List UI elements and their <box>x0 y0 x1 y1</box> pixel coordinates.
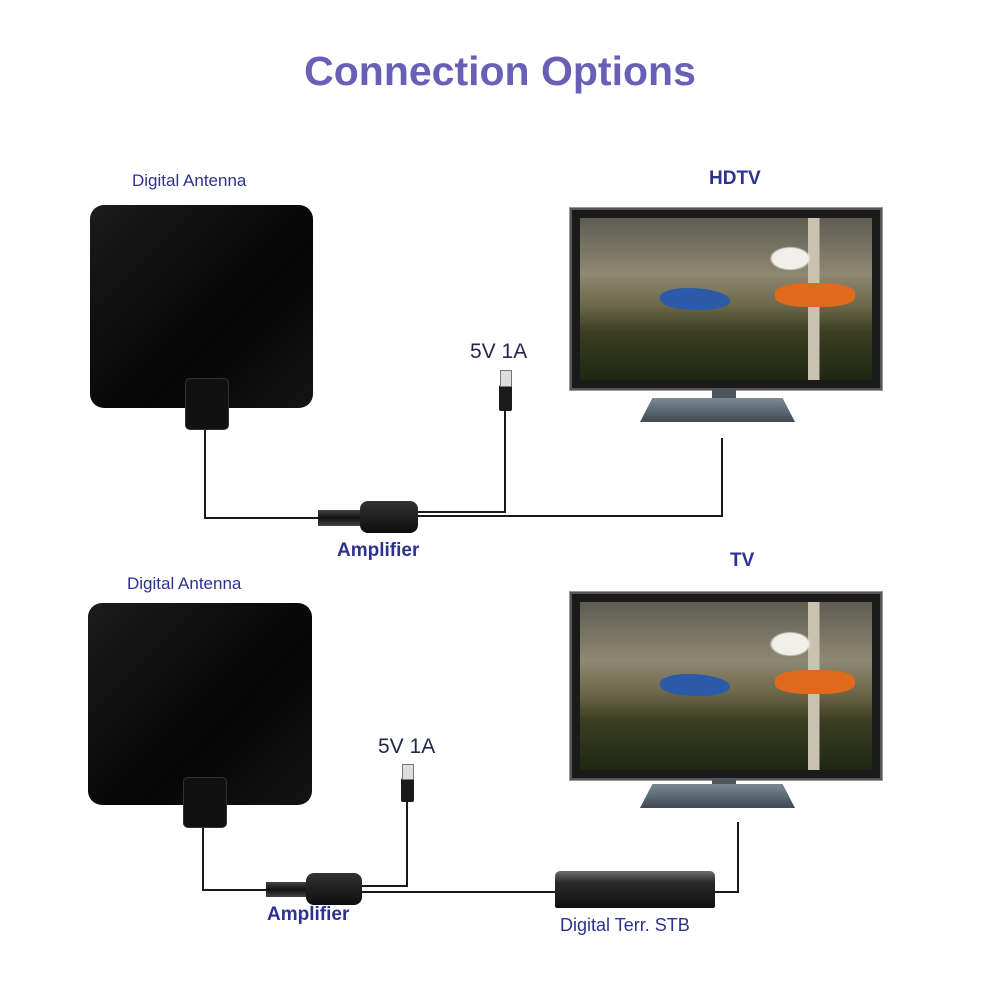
stb-label: Digital Terr. STB <box>560 915 690 935</box>
coax-plug <box>266 882 308 897</box>
tv-cable-1 <box>418 438 723 517</box>
antenna-connector <box>183 777 227 828</box>
usb-head <box>402 764 414 780</box>
power-cable-2 <box>362 800 408 887</box>
page-title: Connection Options <box>304 48 696 94</box>
tv-cable-2 <box>715 822 739 893</box>
coax-plug <box>318 510 360 526</box>
antenna-cable-2 <box>202 826 268 891</box>
tv-stand <box>640 398 795 422</box>
usb-head <box>500 370 512 387</box>
antenna-label: Digital Antenna <box>127 574 242 593</box>
antenna-cable-1 <box>204 428 320 519</box>
power-cable-1 <box>418 410 506 513</box>
tv-neck <box>712 778 736 786</box>
usb-plug-icon <box>401 778 414 802</box>
tv-screen <box>580 218 872 380</box>
tv-stand <box>640 784 795 808</box>
power-label: 5V 1A <box>378 735 436 758</box>
antenna-connector <box>185 378 229 430</box>
tv-label: HDTV <box>709 168 761 189</box>
amplifier-label: Amplifier <box>267 904 350 925</box>
tv-label: TV <box>730 550 755 571</box>
amplifier <box>360 501 418 533</box>
tv <box>570 592 882 780</box>
digital-antenna <box>88 603 312 805</box>
set-top-box <box>555 871 715 908</box>
usb-plug-icon <box>499 385 512 411</box>
amplifier <box>306 873 362 905</box>
amplifier-label: Amplifier <box>337 540 420 561</box>
tv-neck <box>712 388 736 398</box>
antenna-label: Digital Antenna <box>132 171 247 190</box>
hdtv <box>570 208 882 390</box>
power-label: 5V 1A <box>470 340 528 363</box>
digital-antenna <box>90 205 313 408</box>
tv-screen <box>580 602 872 770</box>
